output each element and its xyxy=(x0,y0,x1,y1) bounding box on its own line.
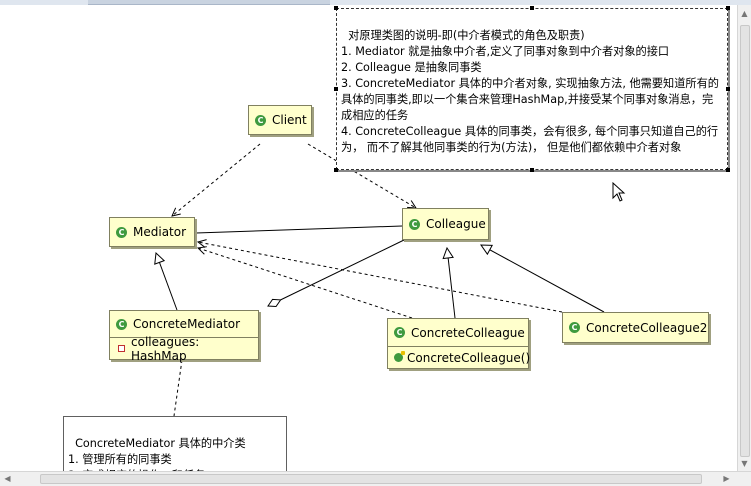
roles-note[interactable]: 对原理类图的说明-即(中介者模式的角色及职责) 1. Mediator 就是抽象… xyxy=(336,8,728,170)
scroll-down-icon[interactable]: ▼ xyxy=(741,459,748,468)
horizontal-scrollbar[interactable]: ◀ ▶ xyxy=(0,471,751,486)
concretecolleague2-colleague-generalization xyxy=(481,245,605,313)
class-mediator[interactable]: C Mediator xyxy=(109,217,195,247)
scroll-right-icon[interactable]: ▶ xyxy=(723,474,730,483)
field-colleagues: colleagues: HashMap xyxy=(131,334,200,363)
concretecolleague-colleague-generalization xyxy=(447,248,456,319)
resize-handle[interactable] xyxy=(726,87,730,91)
concretecolleague-mediator-dependency xyxy=(198,248,413,319)
class-concrete-colleague[interactable]: C ConcreteColleague ConcreteColleague() xyxy=(387,318,531,369)
client-mediator-dependency xyxy=(172,143,261,216)
class-c-icon: C xyxy=(116,318,127,330)
class-client[interactable]: C Client xyxy=(248,105,312,135)
resize-handle[interactable] xyxy=(726,6,730,10)
vertical-scroll-thumb[interactable] xyxy=(740,25,750,457)
mediator-colleague-association xyxy=(195,225,403,234)
client-colleague-dependency xyxy=(307,143,416,208)
class-colleague[interactable]: C Colleague xyxy=(402,208,489,240)
top-bar-highlight xyxy=(88,0,330,5)
class-c-icon: C xyxy=(394,327,405,338)
note-link xyxy=(173,359,183,417)
private-field-icon xyxy=(118,345,125,352)
resize-handle[interactable] xyxy=(726,168,730,172)
resize-handle[interactable] xyxy=(334,168,338,172)
class-c-icon: C xyxy=(255,114,266,126)
roles-note-text: 对原理类图的说明-即(中介者模式的角色及职责) 1. Mediator 就是抽象… xyxy=(341,29,719,154)
constructor-concrete-colleague: ConcreteColleague() xyxy=(407,350,531,365)
class-concrete-colleague2[interactable]: C ConcreteColleague2 xyxy=(562,312,709,343)
method-row: ConcreteColleague() xyxy=(388,346,531,368)
constructor-icon xyxy=(394,351,405,362)
class-name: Colleague xyxy=(426,217,486,231)
class-c-icon: C xyxy=(409,218,420,230)
resize-handle[interactable] xyxy=(334,6,338,10)
class-name: ConcreteMediator xyxy=(133,317,241,331)
scroll-up-icon[interactable]: ▲ xyxy=(741,9,748,18)
class-name: ConcreteColleague2 xyxy=(586,320,708,335)
concretemediator-colleague-aggregation xyxy=(267,239,405,308)
class-name: Client xyxy=(272,113,307,127)
class-concrete-mediator[interactable]: C ConcreteMediator colleagues: HashMap xyxy=(109,310,259,363)
mouse-pointer-icon xyxy=(612,182,626,202)
class-c-icon: C xyxy=(116,226,127,238)
resize-handle[interactable] xyxy=(530,6,534,10)
concrete-mediator-note[interactable]: ConcreteMediator 具体的中介类 1. 管理所有的同事类 2. 完… xyxy=(63,416,287,482)
class-name: ConcreteColleague xyxy=(411,325,525,340)
resize-handle[interactable] xyxy=(530,168,534,172)
class-c-icon: C xyxy=(569,322,580,333)
top-bar xyxy=(0,0,751,5)
horizontal-scroll-thumb[interactable] xyxy=(40,474,702,484)
scroll-left-icon[interactable]: ◀ xyxy=(4,474,11,483)
concretemediator-mediator-generalization xyxy=(156,253,178,311)
field-row: colleagues: HashMap xyxy=(110,335,258,363)
resize-handle[interactable] xyxy=(334,87,338,91)
concretecolleague2-mediator-dependency xyxy=(198,242,563,313)
class-name: Mediator xyxy=(133,225,187,239)
vertical-scrollbar[interactable]: ▲ ▼ xyxy=(737,5,751,472)
